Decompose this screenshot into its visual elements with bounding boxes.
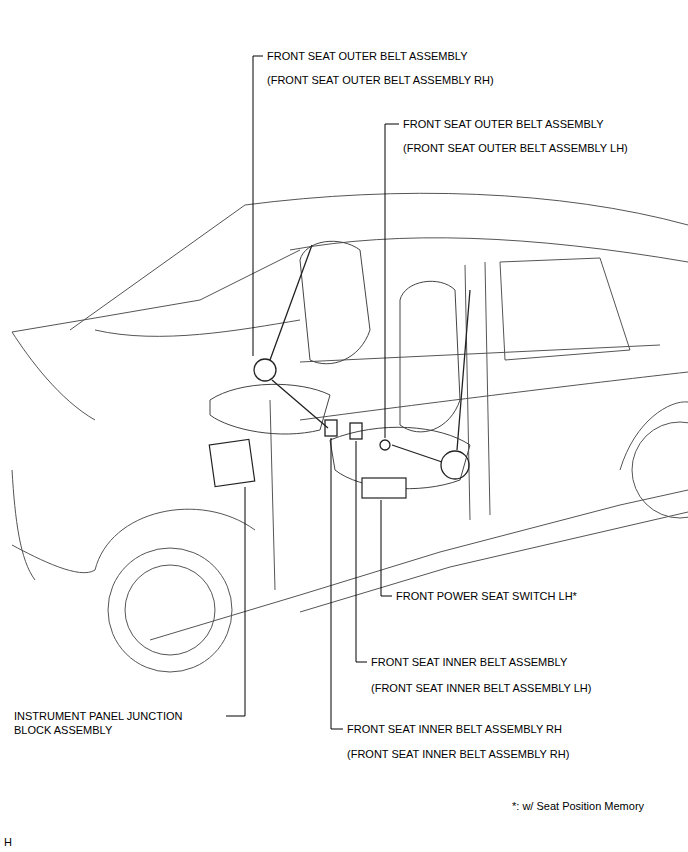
door-front	[270, 400, 275, 590]
front-bumper	[12, 470, 35, 580]
front-wheel-rim	[125, 565, 215, 655]
driver-seatback	[400, 281, 460, 432]
passenger-seatback	[300, 241, 370, 363]
car-body	[12, 193, 688, 672]
a-pillar	[70, 205, 245, 330]
lh-retractor	[441, 451, 469, 479]
leader-line	[226, 487, 245, 716]
dashboard	[95, 320, 300, 336]
seat-belts	[254, 245, 470, 479]
rh-outer-belt	[270, 245, 328, 428]
seats	[210, 241, 470, 488]
roof	[245, 193, 688, 225]
rocker	[150, 490, 688, 640]
front-lower	[12, 545, 95, 573]
lh-inner-buckle	[350, 423, 362, 439]
part-name-note: (FRONT SEAT OUTER BELT ASSEMBLY LH)	[403, 141, 628, 155]
rear-window	[500, 258, 630, 360]
part-name: INSTRUMENT PANEL JUNCTION BLOCK ASSEMBLY	[14, 709, 210, 737]
power-seat-switch	[362, 478, 406, 498]
a-pillar-driver	[200, 250, 300, 300]
leader-line	[356, 441, 367, 662]
belt-line	[300, 372, 688, 420]
front-wheel-arch	[95, 509, 255, 570]
part-name: FRONT POWER SEAT SWITCH LH*	[396, 589, 577, 603]
part-name-note: (FRONT SEAT INNER BELT ASSEMBLY LH)	[371, 681, 591, 695]
leader-line	[385, 124, 399, 438]
part-name: FRONT SEAT OUTER BELT ASSEMBLY	[403, 117, 604, 131]
rear-wheel-arch	[620, 402, 688, 470]
leader-line	[253, 56, 263, 356]
part-name: FRONT SEAT OUTER BELT ASSEMBLY	[267, 49, 468, 63]
lh-outer-anchor	[380, 440, 390, 450]
part-name: FRONT SEAT INNER BELT ASSEMBLY RH	[347, 722, 562, 736]
leader-lines	[226, 56, 399, 729]
rh-inner-buckle	[325, 420, 337, 436]
part-name-note: (FRONT SEAT INNER BELT ASSEMBLY RH)	[347, 747, 569, 761]
part-name-note: (FRONT SEAT OUTER BELT ASSEMBLY RH)	[267, 73, 494, 87]
passenger-cushion	[210, 384, 330, 434]
lower-body	[300, 512, 688, 612]
leader-line	[331, 438, 343, 729]
leader-line	[381, 500, 392, 596]
junction-block	[209, 439, 254, 486]
components	[209, 439, 406, 498]
headlight-crease	[12, 332, 95, 420]
figure-code: H	[4, 835, 12, 849]
roof-side	[290, 238, 688, 262]
part-name: FRONT SEAT INNER BELT ASSEMBLY	[371, 655, 567, 669]
rh-retractor	[254, 359, 276, 381]
rear-wheel	[632, 422, 688, 518]
footnote: *: w/ Seat Position Memory	[512, 799, 644, 813]
lh-outer-belt	[392, 290, 470, 462]
front-wheel	[108, 548, 232, 672]
